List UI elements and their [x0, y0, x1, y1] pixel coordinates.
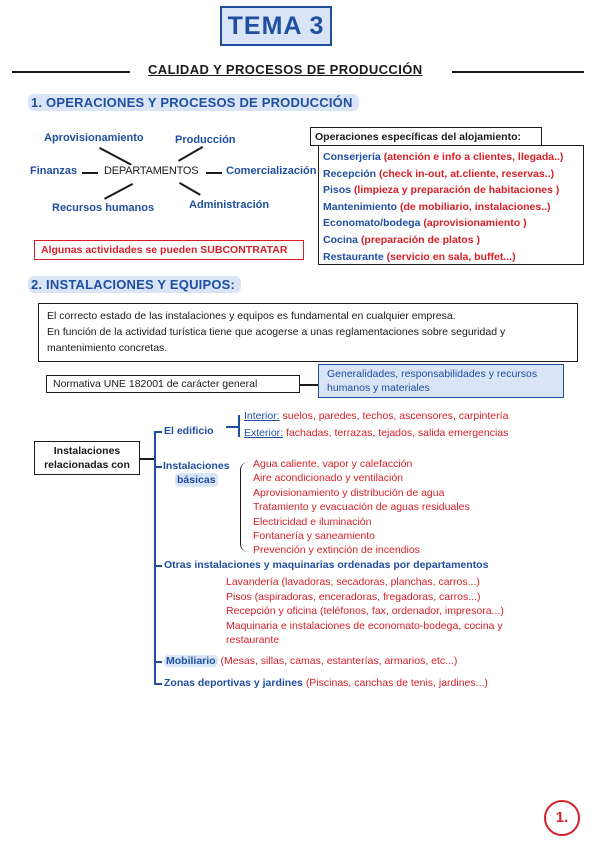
ops-name: Recepción	[323, 167, 377, 180]
branch-otras	[154, 565, 162, 567]
interior-text: suelos, paredes, techos, ascensores, car…	[282, 410, 509, 422]
ops-detail: (aprovisionamiento )	[423, 217, 527, 230]
page-title: TEMA 3	[220, 6, 332, 46]
normativa-desc-line-2: humanos y materiales	[327, 382, 430, 394]
connector-comercializacion	[206, 172, 222, 174]
root-connector	[140, 458, 154, 460]
ops-detail: (servicio en sala, buffet...)	[386, 250, 516, 263]
otras-item: Lavandería (lavadoras, secadoras, planch…	[226, 576, 480, 588]
ops-detail: (check in-out, at.cliente, reservas..)	[379, 167, 555, 180]
title-rule-right	[452, 71, 584, 73]
otras-item: restaurante	[226, 634, 280, 647]
ops-detail: (atención e info a clientes, llegada..)	[383, 151, 564, 163]
ops-item: Restaurante (servicio en sala, buffet...…	[323, 249, 583, 266]
node-finanzas: Finanzas	[30, 165, 78, 177]
ops-detail: (preparación de platos )	[360, 233, 480, 246]
otras-item: Recepción y oficina (teléfonos, fax, ord…	[226, 605, 504, 618]
zonas-row: Zonas deportivas y jardines (Piscinas, c…	[164, 676, 488, 690]
branch-zonas	[154, 683, 162, 685]
edificio-bracket	[238, 415, 240, 437]
exterior-text: fachadas, terrazas, tejados, salida emer…	[286, 427, 509, 439]
instalaciones-root-box: Instalaciones relacionadas con	[34, 441, 140, 475]
ops-name: Economato/bodega	[323, 217, 421, 230]
exterior-label: Exterior:	[244, 427, 284, 439]
section-2-heading: 2. INSTALACIONES Y EQUIPOS:	[28, 276, 242, 293]
ops-item: Economato/bodega (aprovisionamiento )	[323, 215, 583, 232]
node-aprovisionamiento: Aprovisionamiento	[44, 132, 144, 144]
mobiliario-label: Mobiliario	[164, 655, 218, 667]
otras-item: Pisos (aspiradoras, enceradoras, fregado…	[226, 590, 481, 603]
ops-name: Restaurante	[323, 250, 384, 263]
ops-item: Pisos (limpieza y preparación de habitac…	[323, 182, 583, 199]
ops-name: Cocina	[323, 233, 359, 246]
connector-administracion	[179, 182, 201, 196]
connector-produccion	[178, 146, 203, 162]
normativa-box: Normativa UNE 182001 de carácter general	[46, 375, 300, 393]
node-produccion: Producción	[175, 134, 236, 146]
intro-line-1: El correcto estado de las instalaciones …	[47, 310, 456, 322]
connector-aprovisionamiento	[99, 147, 132, 166]
subcontratar-note: Algunas actividades se pueden SUBCONTRAT…	[34, 240, 304, 260]
basicas-item: Tratamiento y evacuación de aguas residu…	[253, 501, 470, 514]
edificio-interior: Interior: suelos, paredes, techos, ascen…	[244, 409, 508, 423]
intro-box: El correcto estado de las instalaciones …	[38, 303, 578, 362]
ops-item: Recepción (check in-out, at.cliente, res…	[323, 166, 583, 183]
tree-trunk	[154, 431, 156, 684]
branch-basicas	[154, 466, 162, 468]
mobiliario-row: Mobiliario (Mesas, sillas, camas, estant…	[164, 654, 457, 668]
normativa-desc-line-1: Generalidades, responsabilidades y recur…	[327, 368, 538, 380]
root-line-2: relacionadas con	[44, 459, 130, 471]
edificio-label: El edificio	[164, 425, 214, 437]
page-subtitle: CALIDAD Y PROCESOS DE PRODUCCIÓN	[148, 62, 423, 77]
branch-mobiliario	[154, 661, 162, 663]
ops-title: Operaciones específicas del alojamiento:	[310, 127, 542, 146]
edificio-exterior: Exterior: fachadas, terrazas, tejados, s…	[244, 426, 508, 440]
ops-name: Conserjería	[323, 151, 381, 163]
connector-rrhh	[104, 182, 133, 200]
otras-list: Lavandería (lavadoras, secadoras, planch…	[226, 575, 504, 648]
ops-name: Mantenimiento	[323, 200, 398, 213]
ops-item: Mantenimiento (de mobiliario, instalacio…	[323, 199, 583, 216]
otras-item: Maquinaria e instalaciones de economato-…	[226, 619, 503, 632]
ops-name: Pisos	[323, 184, 352, 197]
node-comercializacion: Comercialización	[226, 165, 317, 177]
branch-edificio	[154, 431, 162, 433]
ops-detail: (de mobiliario, instalaciones..)	[400, 200, 551, 213]
node-departamentos: DEPARTAMENTOS	[104, 165, 199, 177]
root-line-1: Instalaciones	[53, 445, 121, 457]
page-number: 1.	[544, 800, 580, 836]
node-recursos-humanos: Recursos humanos	[52, 202, 155, 214]
normativa-desc-box: Generalidades, responsabilidades y recur…	[318, 364, 564, 398]
otras-label: Otras instalaciones y maquinarias ordena…	[164, 559, 489, 571]
basicas-item: Aire acondicionado y ventilación	[253, 472, 404, 485]
node-administracion: Administración	[189, 199, 270, 211]
ops-box: Conserjería (atención e info a clientes,…	[318, 145, 584, 265]
intro-line-2: En función de la actividad turística tie…	[47, 326, 506, 338]
title-rule-left	[12, 71, 130, 73]
ops-detail: (limpieza y preparación de habitaciones …	[353, 184, 560, 197]
basicas-item: Agua caliente, vapor y calefacción	[253, 458, 413, 470]
basicas-label-1: Instalaciones	[163, 460, 230, 472]
edificio-bracket-stem	[226, 426, 238, 428]
section-1-heading: 1. OPERACIONES Y PROCESOS DE PRODUCCIÓN	[28, 94, 359, 111]
basicas-item: Prevención y extinción de incendios	[253, 544, 420, 557]
basicas-bracket	[240, 462, 250, 552]
ops-item: Cocina (preparación de platos )	[323, 232, 583, 249]
basicas-label: Instalaciones básicas	[163, 459, 230, 487]
intro-line-3: mantenimiento concretas.	[47, 342, 168, 354]
zonas-detail: (Piscinas, canchas de tenis, jardines...…	[305, 677, 488, 689]
basicas-item: Aprovisionamiento y distribución de agua	[253, 486, 445, 499]
mobiliario-detail: (Mesas, sillas, camas, estanterías, arma…	[220, 655, 458, 667]
basicas-label-2: básicas	[175, 473, 218, 487]
basicas-item: Fontanería y saneamiento	[253, 530, 375, 543]
connector-finanzas	[82, 172, 98, 174]
basicas-list: Agua caliente, vapor y calefacción Aire …	[253, 457, 470, 558]
interior-label: Interior:	[244, 410, 280, 422]
ops-item: Conserjería (atención e info a clientes,…	[323, 149, 583, 166]
basicas-item: Electricidad e iluminación	[253, 515, 372, 528]
zonas-label: Zonas deportivas y jardines	[164, 677, 303, 689]
normativa-connector	[300, 384, 318, 386]
